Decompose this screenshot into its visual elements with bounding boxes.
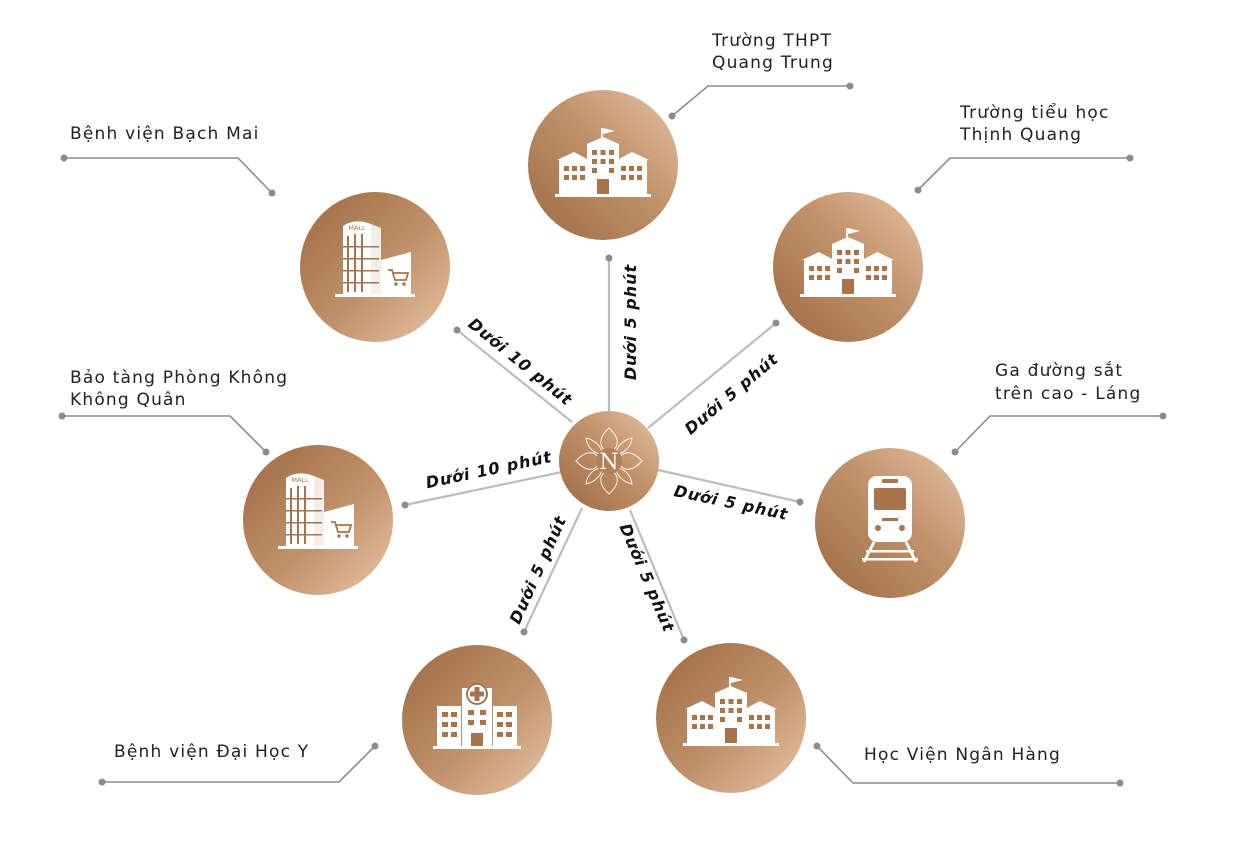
duration-bach-mai: Dưới 10 phút xyxy=(465,314,577,410)
label-bao-tang-1: Bảo tàng Phòng Không xyxy=(70,368,288,388)
duration-thinh-quang: Dưới 5 phút xyxy=(681,349,783,439)
node-quang-trung xyxy=(528,90,678,240)
spokes xyxy=(404,258,801,641)
label-quang-trung-2: Quang Trung xyxy=(712,53,834,73)
spoke-ga-lang xyxy=(657,468,801,504)
spoke-dots xyxy=(401,254,804,644)
node-hv-ngan-hang xyxy=(656,643,806,793)
label-bach-mai: Bệnh viện Bạch Mai xyxy=(70,124,260,144)
label-quang-trung-1: Trường THPT xyxy=(711,31,832,51)
place-labels: Trường THPT Quang Trung Trường tiểu học … xyxy=(70,31,1141,765)
label-ga-lang-2: trên cao - Láng xyxy=(995,384,1141,404)
duration-bao-tang: Dưới 10 phút xyxy=(424,447,554,492)
spoke-bach-mai xyxy=(456,329,573,423)
duration-ga-lang: Dưới 5 phút xyxy=(672,481,790,524)
spoke-dh-y xyxy=(523,507,583,633)
node-bach-mai xyxy=(300,192,450,342)
logo-letter: N xyxy=(599,450,618,475)
leader-lines xyxy=(58,82,1167,787)
node-bao-tang xyxy=(243,445,393,595)
duration-hv-ngan-hang: Dưới 5 phút xyxy=(616,521,679,636)
label-thinh-quang-2: Thịnh Quang xyxy=(959,125,1082,145)
label-ga-lang-1: Ga đường sắt xyxy=(995,360,1123,381)
duration-quang-trung: Dưới 5 phút xyxy=(621,264,640,381)
spoke-bao-tang xyxy=(404,470,563,507)
label-hv-ngan-hang: Học Viện Ngân Hàng xyxy=(864,745,1061,765)
spoke-hv-ngan-hang xyxy=(628,509,686,641)
label-dh-y: Bệnh viện Đại Học Y xyxy=(114,742,309,762)
duration-dh-y: Dưới 5 phút xyxy=(506,512,571,626)
label-thinh-quang-1: Trường tiểu học xyxy=(959,102,1110,123)
node-thinh-quang xyxy=(773,192,923,342)
node-ga-lang xyxy=(815,448,965,598)
label-bao-tang-2: Không Quân xyxy=(70,390,187,410)
node-dh-y xyxy=(402,645,552,795)
center-logo: N xyxy=(559,411,659,511)
spoke-thinh-quang xyxy=(647,322,777,429)
